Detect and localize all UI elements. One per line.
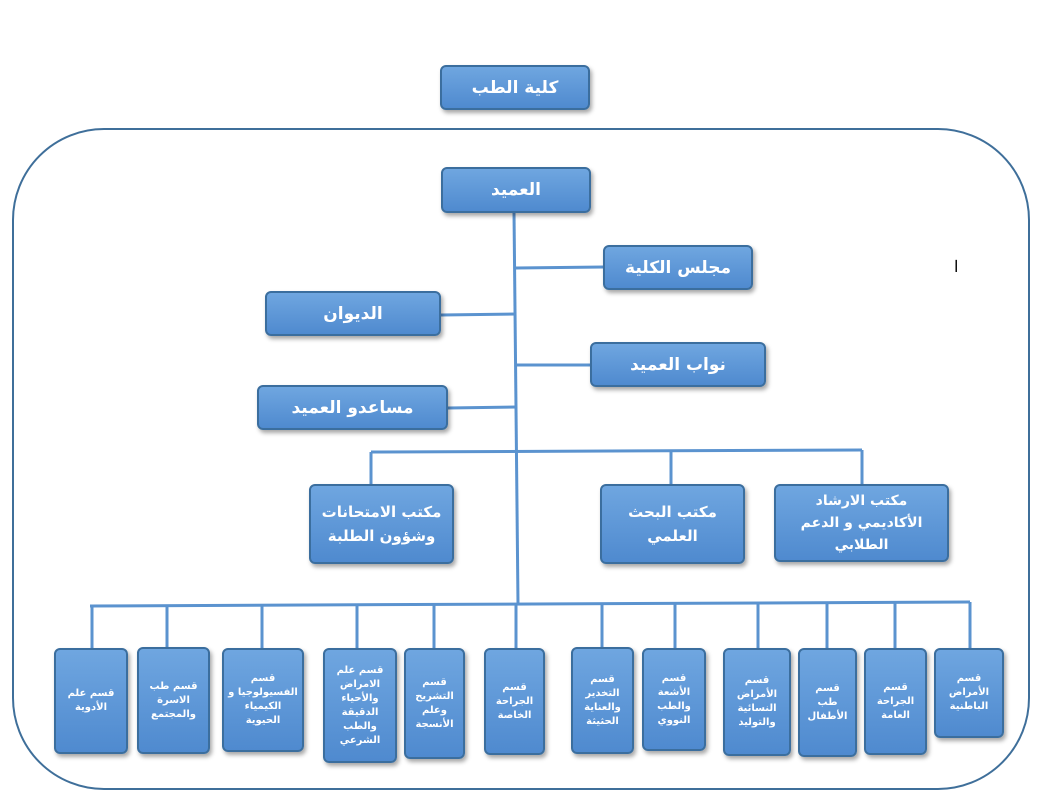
margin-mark: ا — [954, 257, 959, 276]
dept-anatomy-histology-box: قسم التشريح وعلم الأنسجة — [404, 648, 465, 759]
dept-general-surgery-box: قسم الجراحة العامة — [864, 648, 927, 755]
exams-office-box: مكتب الامتحانات وشؤون الطلبة — [309, 484, 454, 564]
dept-special-surgery-box: قسم الجراحة الخاصة — [484, 648, 545, 755]
assistants-connector — [447, 405, 518, 410]
college-title-box: كلية الطب — [440, 65, 590, 110]
offices-bus-line — [370, 448, 863, 454]
research-office-box: مكتب البحث العلمي — [600, 484, 745, 564]
diwan-connector — [440, 312, 517, 317]
dept-internal-medicine-box: قسم الأمراض الباطنية — [934, 648, 1004, 738]
dept-physiology-biochemistry-box: قسم الفسيولوجيا و الكيمياء الحيوية — [222, 648, 304, 752]
dept-pathology-microbiology-box: قسم علم الامراض والأحياء الدقيقة والطب ا… — [323, 648, 397, 763]
dept-anesthesia-icu-box: قسم التخدير والعناية الحثيثة — [571, 647, 634, 754]
dept-pharmacology-box: قسم علم الأدوية — [54, 648, 128, 754]
advising-office-box: مكتب الارشاد الأكاديمي و الدعم الطلابي — [774, 484, 949, 562]
council-connector — [515, 265, 605, 270]
vice-deans-box: نواب العميد — [590, 342, 766, 387]
dept-obstetrics-gynecology-box: قسم الأمراض النسائية والتوليد — [723, 648, 791, 756]
faculty-council-box: مجلس الكلية — [603, 245, 753, 290]
departments-bus-line — [89, 600, 971, 608]
dean-box: العميد — [441, 167, 591, 213]
dept-pediatrics-box: قسم طب الأطفال — [798, 648, 857, 757]
dean-assistants-box: مساعدو العميد — [257, 385, 448, 430]
dept-radiology-nuclear-box: قسم الأشعة والطب النووي — [642, 648, 706, 751]
dept-family-medicine-box: قسم طب الاسرة والمجتمع — [137, 647, 210, 754]
diwan-box: الديوان — [265, 291, 441, 336]
